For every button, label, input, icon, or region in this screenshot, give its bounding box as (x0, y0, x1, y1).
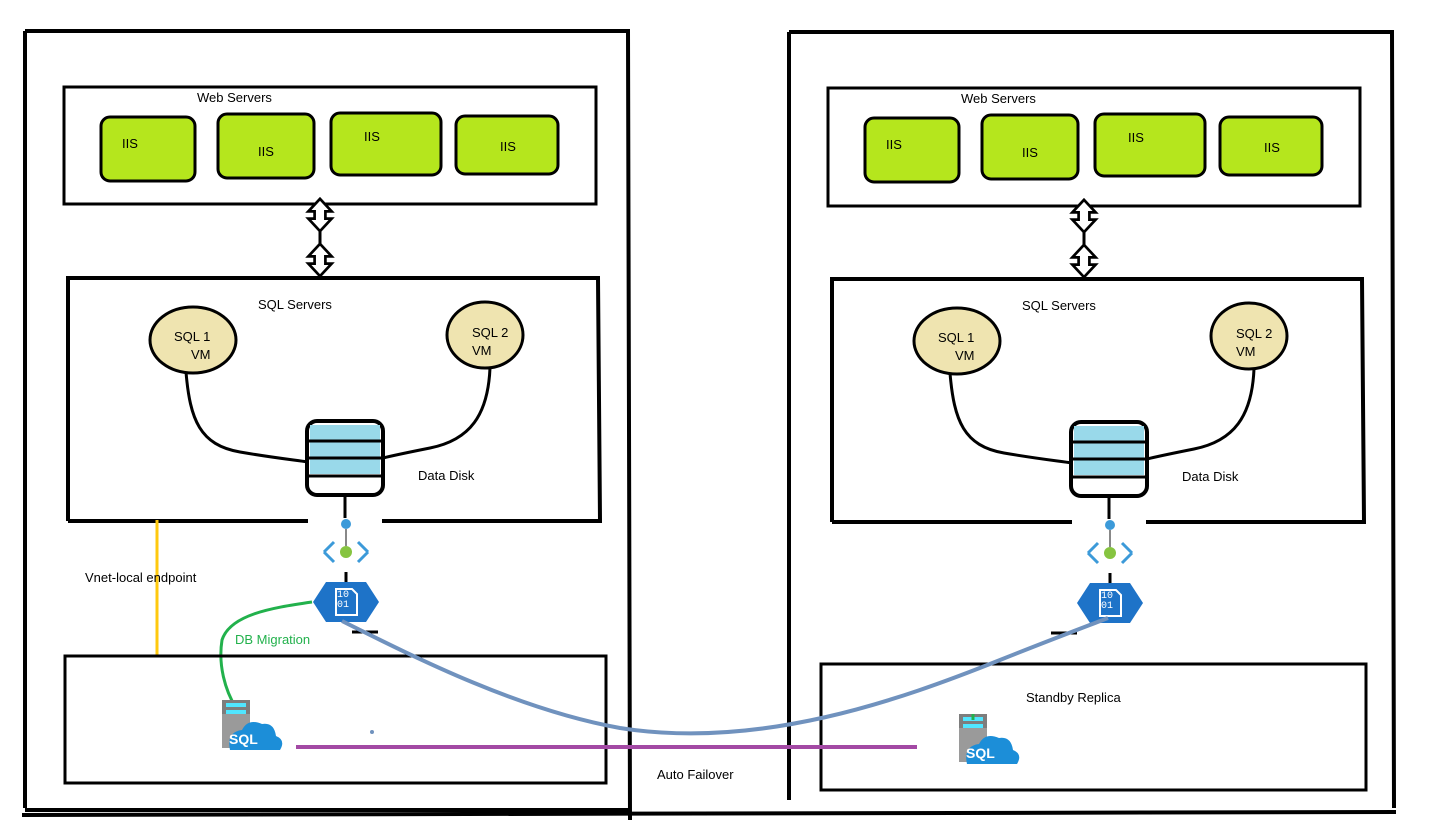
left-iis-1-label: IIS (122, 136, 138, 151)
right-sql2-vm (1209, 301, 1289, 371)
left-iis-4-label: IIS (500, 139, 516, 154)
right-web-servers-title: Web Servers (961, 91, 1036, 106)
right-sql-servers-title: SQL Servers (1022, 298, 1096, 313)
left-iis-1 (99, 115, 197, 183)
left-site-border (25, 29, 632, 821)
left-sql2-line2: VM (472, 343, 492, 358)
right-iis-2-label: IIS (1022, 145, 1038, 160)
left-iis-2-label: IIS (258, 144, 274, 159)
left-iis-3-label: IIS (364, 129, 380, 144)
left-sql1-line2: VM (191, 347, 211, 362)
right-iis-3-label: IIS (1128, 130, 1144, 145)
left-sql1-vm (148, 305, 238, 375)
left-iis-3 (329, 111, 443, 177)
db-migration-line (219, 600, 313, 709)
left-web-servers-title: Web Servers (197, 90, 272, 105)
left-bottom-arrow-icon (306, 242, 334, 278)
right-sql-icon-text: SQL (966, 745, 995, 761)
right-sql2-line2: VM (1236, 344, 1256, 359)
left-sql-mi-box (63, 654, 608, 785)
right-iis-4-label: IIS (1264, 140, 1280, 155)
right-iis-2 (980, 113, 1080, 181)
right-sql1-vm (912, 306, 1002, 376)
left-sql1-line1: SQL 1 (174, 329, 211, 344)
left-sql2-vm (445, 300, 525, 370)
left-iis-4 (454, 114, 560, 176)
left-data-disk-icon (305, 419, 385, 497)
right-iis-4 (1218, 115, 1324, 177)
right-sql1-line2: VM (955, 348, 975, 363)
vnet-endpoint-label: Vnet-local endpoint (85, 570, 197, 585)
right-data-disk-icon (1069, 420, 1149, 498)
left-sql-servers-title: SQL Servers (258, 297, 332, 312)
standby-replica-label: Standby Replica (1026, 690, 1121, 705)
right-site (21, 30, 1397, 817)
right-sql-servers-box (830, 277, 1367, 524)
left-site (23, 29, 632, 821)
right-standby-box (819, 662, 1368, 792)
right-iis-1 (863, 116, 961, 184)
auto-failover-label: Auto Failover (657, 767, 734, 782)
right-private-endpoint-icon (1086, 518, 1134, 565)
db-migration-label: DB Migration (235, 632, 311, 647)
left-sql-servers-box (66, 276, 603, 523)
left-sql2-line1: SQL 2 (472, 325, 509, 340)
right-bottom-arrow-icon (1070, 243, 1098, 279)
right-sql1-line1: SQL 1 (938, 330, 975, 345)
right-sql2-line1: SQL 2 (1236, 326, 1273, 341)
right-site-border (789, 30, 1396, 809)
right-iis-1-label: IIS (886, 137, 902, 152)
geo-replication-line (341, 616, 1109, 736)
left-sql-icon-text: SQL (229, 731, 258, 747)
left-iis-2 (216, 112, 316, 180)
left-private-endpoint-icon (322, 517, 370, 564)
right-iis-3 (1093, 112, 1207, 178)
right-data-disk-label: Data Disk (1182, 469, 1239, 484)
left-data-disk-label: Data Disk (418, 468, 475, 483)
